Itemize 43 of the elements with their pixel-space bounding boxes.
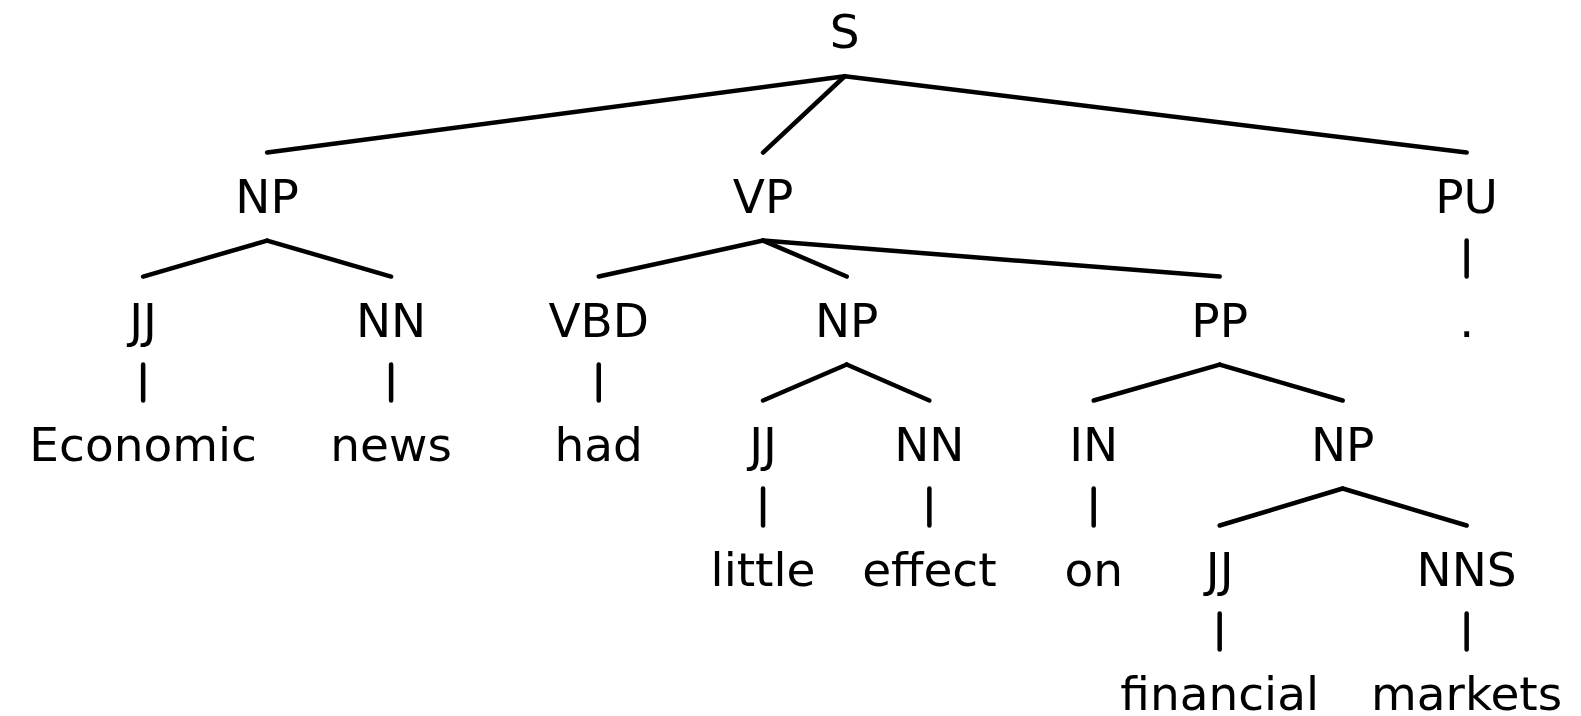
constituent-label: NP bbox=[229, 152, 305, 241]
constituent-label: JJ bbox=[1199, 525, 1240, 614]
tree-branch bbox=[140, 362, 146, 403]
tree-branch bbox=[844, 362, 932, 403]
tree-branch bbox=[760, 362, 849, 403]
tree-branch bbox=[760, 238, 1222, 279]
word-label: news bbox=[324, 400, 458, 489]
tree-branch bbox=[1091, 362, 1222, 403]
tree-branch bbox=[1217, 486, 1345, 528]
word-label: markets bbox=[1365, 649, 1569, 714]
constituent-label: PP bbox=[1185, 276, 1254, 365]
tree-branch bbox=[927, 486, 932, 528]
constituent-label: VP bbox=[726, 152, 800, 241]
constituent-label: PU bbox=[1429, 152, 1504, 241]
constituent-label: JJ bbox=[743, 400, 783, 489]
word-label: Economic bbox=[23, 400, 263, 489]
word-label: had bbox=[548, 400, 649, 489]
constituent-label: NNS bbox=[1410, 525, 1523, 614]
tree-branch bbox=[760, 486, 766, 528]
tree-branch bbox=[1464, 238, 1469, 279]
tree-branch bbox=[264, 238, 394, 279]
tree-branch bbox=[1091, 486, 1096, 528]
tree-branch bbox=[842, 74, 1469, 155]
word-label: financial bbox=[1114, 649, 1326, 714]
constituent-label: S bbox=[823, 0, 866, 77]
word-label: little bbox=[704, 525, 822, 614]
constituent-label: JJ bbox=[123, 276, 163, 365]
constituent-label: NN bbox=[349, 276, 433, 365]
word-label: . bbox=[1453, 276, 1481, 365]
constituent-label: NP bbox=[1304, 400, 1381, 489]
tree-branch bbox=[1217, 611, 1222, 652]
tree-branch bbox=[1217, 362, 1345, 403]
constituent-label: NP bbox=[808, 276, 885, 365]
constituent-label: VBD bbox=[542, 276, 656, 365]
word-label: on bbox=[1058, 525, 1129, 614]
tree-branch bbox=[1340, 486, 1469, 528]
tree-branch bbox=[760, 74, 847, 155]
tree-branch bbox=[388, 362, 394, 403]
constituent-label: NN bbox=[888, 400, 971, 489]
word-label: effect bbox=[856, 525, 1003, 614]
constituent-label: IN bbox=[1063, 400, 1125, 489]
tree-branch bbox=[596, 362, 601, 403]
tree-branch bbox=[1464, 611, 1469, 652]
